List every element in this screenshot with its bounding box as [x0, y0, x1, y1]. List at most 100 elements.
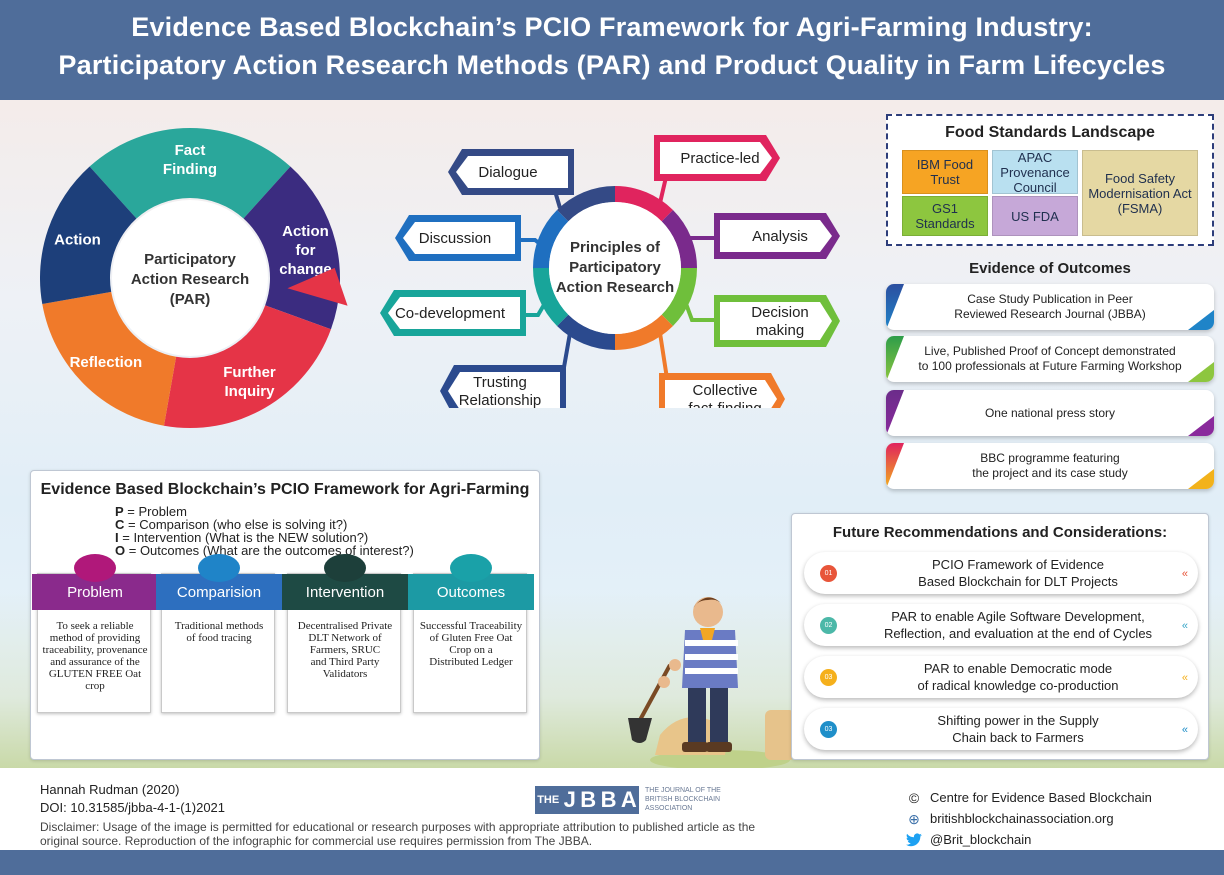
- twitter-icon: [906, 832, 922, 848]
- pcio-letter: O: [115, 543, 126, 558]
- evidence-text-line: BBC programme featuring: [980, 451, 1120, 465]
- footer-link-centre-text: Centre for Evidence Based Blockchain: [930, 790, 1152, 805]
- future-item-text-line: PAR to enable Agile Software Development…: [891, 609, 1145, 624]
- footer-link-centre: © Centre for Evidence Based Blockchain: [909, 790, 1152, 806]
- pcio-card-oval: [324, 554, 366, 582]
- pcio-card-heading: Comparision: [156, 574, 282, 610]
- footer-doi: DOI: 10.31585/jbba-4-1-(1)2021: [40, 800, 226, 815]
- par-segment: [89, 127, 291, 219]
- pcio-definition: O = Outcomes (What are the outcomes of i…: [115, 544, 414, 557]
- par-segment: [42, 291, 177, 426]
- evidence-accent: [886, 390, 904, 436]
- future-item-text-line: Based Blockchain for DLT Projects: [918, 574, 1118, 589]
- evidence-text-line: Reviewed Research Journal (JBBA): [954, 307, 1146, 321]
- pcio-letter: I: [115, 530, 119, 545]
- logo-the: THE: [537, 794, 560, 806]
- evidence-text-line: to 100 professionals at Future Farming W…: [918, 359, 1182, 373]
- evidence-item: One national press story: [886, 390, 1214, 436]
- principle-tag: Dialogue: [448, 149, 574, 195]
- cycle-arrow-icon: [287, 267, 348, 306]
- standard-ibm-food-trust: IBM Food Trust: [902, 150, 988, 194]
- logo-b1: B: [580, 787, 597, 812]
- evidence-text: One national press story: [985, 406, 1115, 421]
- food-standards-panel: Food Standards Landscape IBM Food Trust …: [886, 114, 1214, 246]
- future-item-text-line: Reflection, and evaluation at the end of…: [883, 626, 1153, 641]
- future-recommendations-panel: Future Recommendations and Consideration…: [791, 513, 1209, 760]
- pcio-card-body-line: of food tracing: [186, 632, 252, 644]
- evidence-accent: [1188, 469, 1214, 489]
- pcio-letter: P: [115, 504, 124, 519]
- pcio-card-body-line: of Gluten Free Oat: [429, 632, 513, 644]
- pcio-card-oval: [198, 554, 240, 582]
- footer-link-twitter[interactable]: @Brit_blockchain: [906, 832, 1032, 847]
- globe-icon: ⊕: [908, 810, 920, 827]
- pcio-framework-panel: Evidence Based Blockchain’s PCIO Framewo…: [30, 470, 540, 760]
- standard-apac-provenance-council: APAC Provenance Council: [992, 150, 1078, 195]
- principle-tag: Practice-led: [654, 135, 780, 181]
- farmer-illustration: [628, 597, 795, 770]
- principles-ring-segment: [533, 210, 569, 268]
- par-segment-label: Action: [54, 231, 101, 248]
- copyright-icon: ©: [908, 790, 920, 806]
- principle-label: Analysis: [752, 228, 808, 245]
- standard-gs1: GS1 Standards: [902, 196, 988, 236]
- principle-label: Discussion: [419, 230, 492, 247]
- pcio-definition-text: = Outcomes (What are the outcomes of int…: [125, 543, 414, 558]
- future-item-number: 03: [820, 669, 837, 686]
- pcio-definition-text: = Comparison (who else is solving it?): [124, 517, 348, 532]
- page-title-line-1: Evidence Based Blockchain’s PCIO Framewo…: [131, 12, 1093, 42]
- pcio-card-body-line: Successful Traceability: [419, 620, 523, 632]
- logo-caption-3: ASSOCIATION: [645, 805, 693, 812]
- pcio-card-body-line: and assurance of the: [50, 656, 140, 668]
- principle-label: Practice-led: [680, 150, 759, 167]
- logo-a: A: [620, 787, 637, 812]
- evidence-accent: [1188, 362, 1214, 382]
- pcio-letter: C: [115, 517, 125, 532]
- chevron-left-icon: «: [1181, 724, 1188, 736]
- future-item-text-line: of radical knowledge co-production: [917, 678, 1119, 693]
- future-item-number: 02: [820, 617, 837, 634]
- evidence-accent: [1188, 310, 1214, 330]
- par-segment: [163, 305, 331, 428]
- principles-ring-segment: [661, 268, 697, 326]
- future-item-text: PAR to enable Democratic mode of radical …: [918, 660, 1119, 694]
- header-banner: Evidence Based Blockchain’s PCIO Framewo…: [0, 0, 1224, 100]
- par-segment: [40, 166, 137, 305]
- principles-ring-segment: [615, 314, 673, 350]
- principle-tag: Analysis: [714, 213, 840, 259]
- pcio-card-body-line: Traditional methods: [174, 620, 264, 632]
- pcio-card-body-line: method of providing: [49, 632, 141, 644]
- future-item-text-line: PAR to enable Democratic mode: [923, 661, 1113, 676]
- pcio-definition-text: = Intervention (What is the NEW solution…: [118, 530, 369, 545]
- evidence-text-line: the project and its case study: [972, 466, 1128, 480]
- logo-j: J: [563, 787, 576, 812]
- footer-link-twitter-text[interactable]: @Brit_blockchain: [930, 832, 1032, 847]
- footer-link-website[interactable]: ⊕ britishblockchainassociation.org: [908, 811, 1114, 827]
- footer-link-website-text[interactable]: britishblockchainassociation.org: [930, 811, 1114, 826]
- pcio-card-body-line: To seek a reliable: [56, 620, 134, 632]
- footer-bar: [0, 850, 1224, 875]
- pcio-title: Evidence Based Blockchain’s PCIO Framewo…: [40, 481, 530, 498]
- logo-caption-1: THE JOURNAL OF THE: [645, 787, 721, 794]
- future-item-text: PAR to enable Agile Software Development…: [884, 608, 1152, 642]
- page-title-line-2: Participatory Action Research Methods (P…: [58, 50, 1166, 80]
- food-standards-title: Food Standards Landscape: [945, 124, 1155, 141]
- principle-label: Co-development: [395, 305, 506, 322]
- principle-tag: Co-development: [380, 290, 526, 336]
- pcio-card-oval: [450, 554, 492, 582]
- future-item-number: 03: [820, 721, 837, 738]
